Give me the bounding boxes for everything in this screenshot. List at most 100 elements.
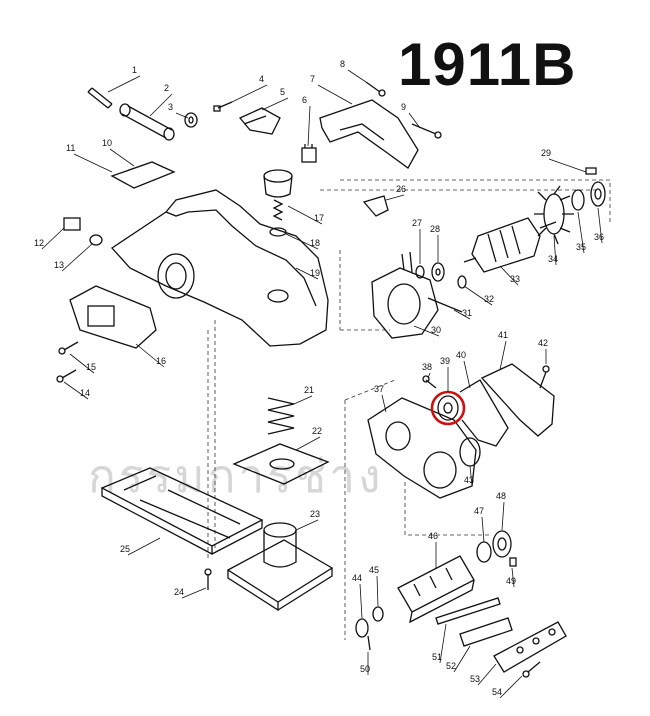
callout-25: 25 [120,544,130,554]
callout-17: 17 [314,213,324,223]
part-36-bearing-box [590,181,606,207]
part-12-terminal [63,217,81,231]
callout-labels: 1234567891011121314151617181921222324252… [34,59,604,697]
part-3-washer [184,112,198,128]
callout-34: 34 [548,254,558,264]
leader-1 [107,75,141,93]
leader-2 [149,93,173,117]
callout-8: 8 [340,59,345,69]
part-15-screw [58,341,79,355]
part-29-pin [585,167,597,175]
leader-8 [347,69,367,83]
part-53-blade-holder [493,621,567,673]
part-27-insulation-washer [415,265,425,279]
part-17-depth-knob [263,169,293,221]
part-35-ball-bearing [571,189,585,211]
callout-30: 30 [431,325,441,335]
part-21-spring [267,397,295,435]
callout-13: 13 [54,260,64,270]
leader-37 [381,394,387,413]
leader-19 [295,267,319,280]
callout-27: 27 [412,218,422,228]
callout-10: 10 [102,138,112,148]
callout-22: 22 [312,426,322,436]
callout-23: 23 [310,509,320,519]
leader-32 [463,285,493,306]
callout-29: 29 [541,148,551,158]
callout-54: 54 [492,687,502,697]
callout-14: 14 [80,388,90,398]
callout-48: 48 [496,491,506,501]
leader-53 [477,663,497,686]
leader-31 [453,309,471,320]
callout-40: 40 [456,350,466,360]
leader-36 [597,207,603,244]
part-54-screw [522,661,541,678]
callout-11: 11 [66,143,75,153]
leader-30 [413,325,440,337]
part-19-motor-housing [111,189,329,347]
part-16-front-cover [69,285,157,349]
part-18-washer [269,227,287,237]
callout-33: 33 [510,274,520,284]
part-28-ball-bearing [431,262,445,282]
leader-35 [577,211,585,254]
leader-14 [63,381,89,400]
callout-44: 44 [352,573,362,583]
callout-51: 51 [432,652,442,662]
callout-26: 26 [396,184,406,194]
leader-21 [293,395,313,405]
leader-33 [499,265,519,286]
model-title: 1911B [398,31,577,98]
callout-39: 39 [440,356,450,366]
leader-13 [61,243,93,272]
callout-21: 21 [304,385,314,395]
leader-25 [127,537,161,556]
callout-52: 52 [446,661,456,671]
callout-45: 45 [369,565,379,575]
part-34-fan [534,185,574,245]
leader-41 [499,340,507,371]
leader-23 [295,519,319,531]
part-7-handle-cover [319,99,419,169]
callout-12: 12 [34,238,44,248]
leader-47 [481,516,485,543]
callout-41: 41 [498,330,508,340]
part-44-ball-bearing [355,618,369,638]
part-49-screw [509,557,517,567]
leader-51 [439,623,447,664]
callout-43: 43 [464,475,474,485]
leader-10 [109,148,135,167]
callout-32: 32 [484,294,494,304]
part-45-washer [372,606,384,622]
part-46-drum [397,555,475,624]
part-33-armature [463,217,557,273]
leader-7 [317,84,353,105]
part-22-pad [232,443,330,485]
callout-2: 2 [164,83,169,93]
callout-24: 24 [174,587,184,597]
callout-31: 31 [462,308,472,318]
callout-4: 4 [259,74,264,84]
part-30-field [371,251,439,339]
leader-40 [463,360,471,389]
callout-37: 37 [374,384,384,394]
callout-16: 16 [156,356,166,366]
callout-46: 46 [428,531,438,541]
leader-54 [499,675,523,699]
highlight-circle [430,390,466,426]
leader-38 [427,372,431,379]
leader-29 [548,158,587,173]
callout-28: 28 [430,224,440,234]
part-14-screw [56,369,77,383]
part-2-shaft [119,103,175,141]
leader-34 [553,235,557,266]
leader-49 [511,567,515,588]
part-31-screw [427,297,463,313]
callout-3: 3 [168,102,173,112]
callout-53: 53 [470,674,480,684]
callout-36: 36 [594,232,604,242]
leader-48 [501,501,505,531]
part-4-screw [213,101,233,112]
part-51-planer-blade [435,597,501,625]
